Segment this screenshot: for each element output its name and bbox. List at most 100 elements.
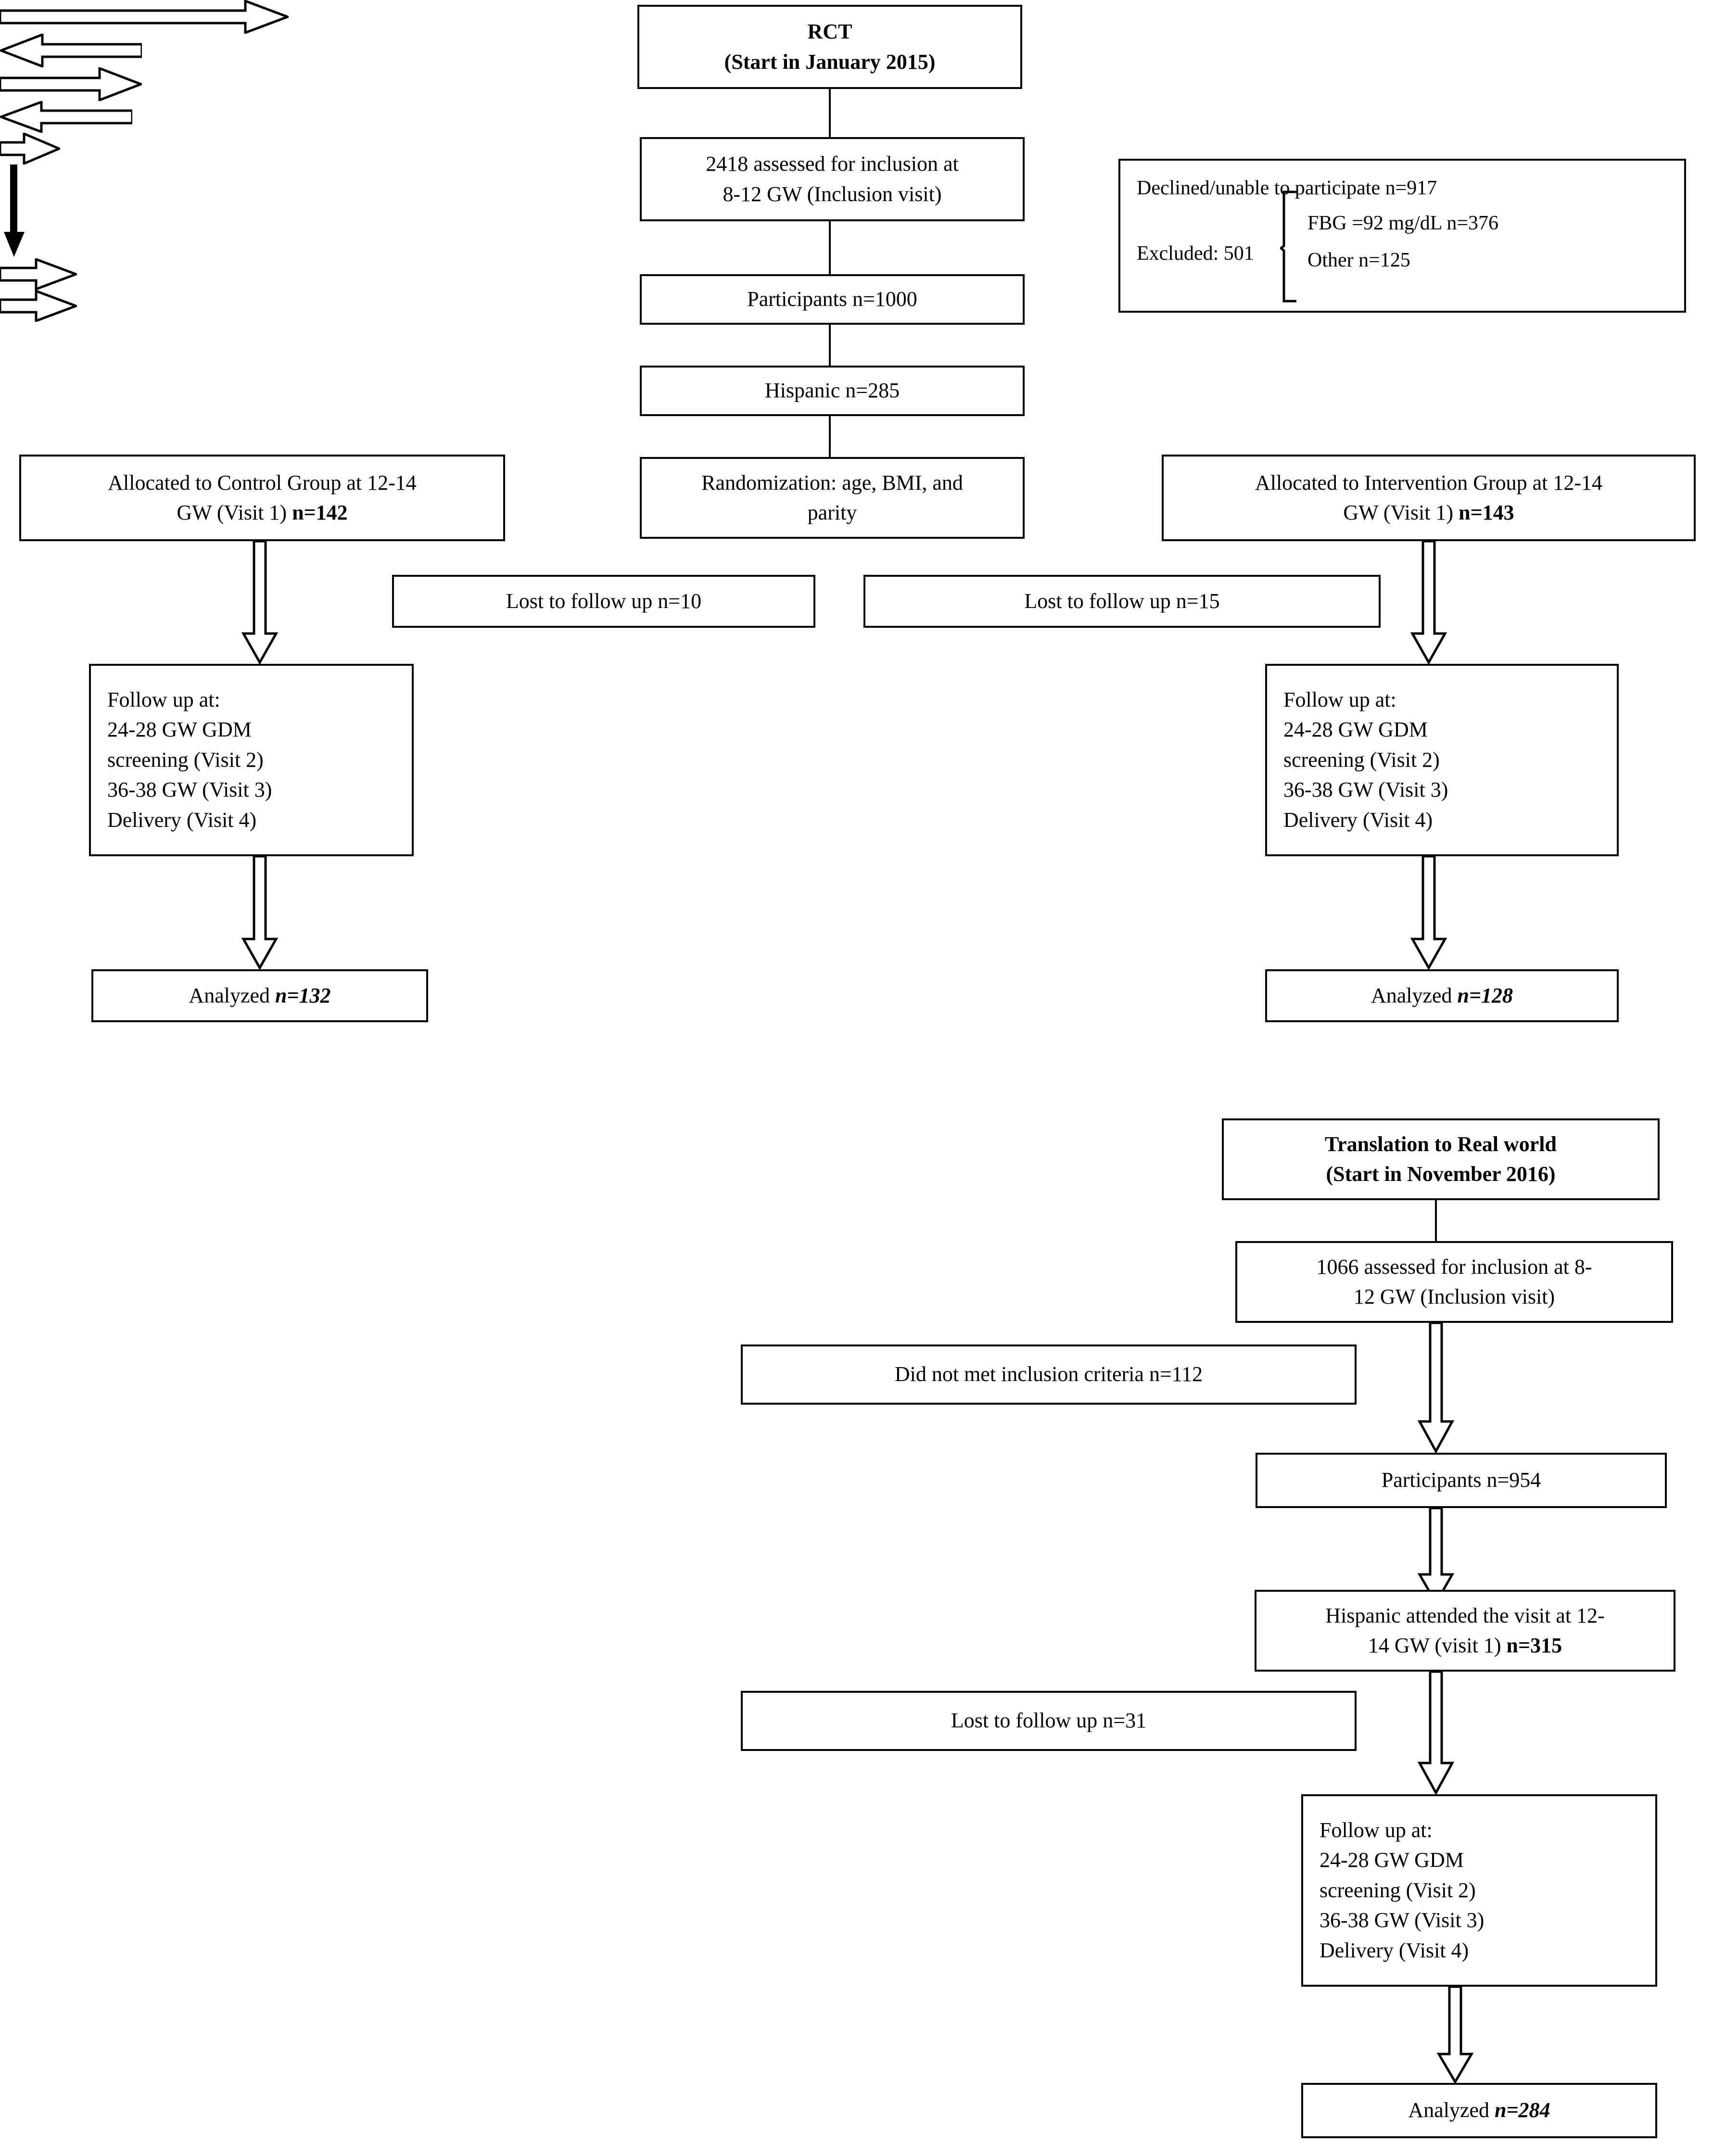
node-not-met-criteria: Did not met inclusion criteria n=112 <box>741 1344 1357 1405</box>
arrow-control-to-followup <box>241 541 279 664</box>
intervention-group-line1: Allocated to Intervention Group at 12-14 <box>1255 470 1603 495</box>
excluded-count-line: Excluded: 501 <box>1137 242 1254 265</box>
node-intervention-group: Allocated to Intervention Group at 12-14… <box>1162 455 1696 541</box>
node-control-group: Allocated to Control Group at 12-14 GW (… <box>19 455 505 541</box>
node-hispanic-trans: Hispanic attended the visit at 12- 14 GW… <box>1255 1590 1675 1672</box>
lost-intervention-label: Lost to follow up n=15 <box>1024 589 1220 613</box>
connector-participants-to-hispanic <box>829 325 831 366</box>
analyzed-intervention-prefix: Analyzed <box>1370 983 1458 1007</box>
control-group-line2-prefix: GW (Visit 1) <box>177 501 292 524</box>
arrow-lost-intervention-to-stem <box>0 133 60 165</box>
followup-intervention-line2: 24-28 GW GDM <box>1283 718 1428 742</box>
intervention-group-line2: GW (Visit 1) n=143 <box>1170 498 1687 528</box>
analyzed-trans-prefix: Analyzed <box>1408 2098 1495 2122</box>
node-excluded-rct: Declined/unable to participate n=917 Exc… <box>1118 159 1686 313</box>
control-group-line1: Allocated to Control Group at 12-14 <box>108 470 417 495</box>
followup-trans-line2: 24-28 GW GDM <box>1320 1848 1464 1872</box>
randomization-line1: Randomization: age, BMI, and <box>701 470 963 495</box>
analyzed-control-label: Analyzed n=132 <box>100 981 419 1011</box>
node-participants-trans: Participants n=954 <box>1256 1453 1667 1508</box>
node-lost-control: Lost to follow up n=10 <box>392 575 815 628</box>
followup-control-line5: Delivery (Visit 4) <box>107 808 257 832</box>
rct-title-line2: (Start in January 2015) <box>724 50 936 74</box>
arrow-followup-intervention-to-analyzed <box>1409 856 1448 969</box>
node-analyzed-trans: Analyzed n=284 <box>1301 2083 1657 2138</box>
participants-trans-label: Participants n=954 <box>1381 1468 1541 1492</box>
arrow-followup-trans-to-analyzed <box>1436 1987 1474 2083</box>
lost-trans-label: Lost to follow up n=31 <box>951 1709 1147 1733</box>
excluded-sub-fbg: FBG =92 mg/dL n=376 <box>1307 212 1499 234</box>
node-assessed-trans: 1066 assessed for inclusion at 8- 12 GW … <box>1235 1241 1673 1323</box>
intervention-group-n: n=143 <box>1459 501 1514 524</box>
randomization-line2: parity <box>807 501 857 524</box>
arrow-followup-control-to-analyzed <box>241 856 279 969</box>
arrow-assessed-trans-to-participants <box>1417 1323 1455 1453</box>
followup-trans-line5: Delivery (Visit 4) <box>1320 1938 1469 1962</box>
followup-intervention-line3: screening (Visit 2) <box>1283 748 1440 772</box>
hispanic-trans-line1: Hispanic attended the visit at 12- <box>1325 1603 1605 1627</box>
node-analyzed-intervention: Analyzed n=128 <box>1265 969 1619 1022</box>
translation-title-line2: (Start in November 2016) <box>1326 1162 1556 1186</box>
analyzed-intervention-n: n=128 <box>1457 983 1513 1007</box>
not-met-criteria-label: Did not met inclusion criteria n=112 <box>894 1362 1203 1386</box>
translation-title-line1: Translation to Real world <box>1325 1132 1557 1156</box>
arrow-assessed-to-excluded <box>0 0 289 34</box>
rct-title-line1: RCT <box>807 20 852 44</box>
node-followup-control: Follow up at: 24-28 GW GDM screening (Vi… <box>89 664 414 856</box>
node-followup-intervention: Follow up at: 24-28 GW GDM screening (Vi… <box>1265 664 1619 856</box>
analyzed-trans-label: Analyzed n=284 <box>1310 2095 1649 2125</box>
node-lost-intervention: Lost to follow up n=15 <box>863 575 1381 628</box>
node-hispanic-rct: Hispanic n=285 <box>640 366 1025 416</box>
excluded-declined-line: Declined/unable to participate n=917 <box>1137 177 1437 199</box>
followup-control-line1: Follow up at: <box>107 687 220 711</box>
excluded-bracket <box>1279 190 1299 303</box>
arrow-not-met-criteria-to-stem <box>0 258 77 290</box>
arrow-analyzed-to-translation <box>0 165 29 258</box>
analyzed-trans-n: n=284 <box>1495 2098 1550 2122</box>
assessed-rct-line1: 2418 assessed for inclusion at <box>706 152 959 176</box>
followup-control-line3: screening (Visit 2) <box>107 748 264 772</box>
node-assessed-rct: 2418 assessed for inclusion at 8-12 GW (… <box>640 137 1025 221</box>
intervention-group-line2-prefix: GW (Visit 1) <box>1343 501 1459 524</box>
connector-translation-to-assessed <box>1435 1200 1437 1241</box>
followup-trans-line3: screening (Visit 2) <box>1320 1878 1476 1902</box>
analyzed-control-n: n=132 <box>275 983 331 1007</box>
node-lost-trans: Lost to follow up n=31 <box>741 1691 1357 1751</box>
participants-rct-label: Participants n=1000 <box>747 287 917 311</box>
followup-intervention-line4: 36-38 GW (Visit 3) <box>1283 778 1448 802</box>
node-analyzed-control: Analyzed n=132 <box>91 969 428 1022</box>
node-followup-trans: Follow up at: 24-28 GW GDM screening (Vi… <box>1301 1794 1657 1987</box>
hispanic-trans-line2-prefix: 14 GW (visit 1) <box>1368 1634 1507 1657</box>
connector-rct-to-assessed <box>829 89 831 137</box>
hispanic-trans-line2: 14 GW (visit 1) n=315 <box>1263 1631 1667 1661</box>
arrow-lost-control-to-stem <box>0 101 132 133</box>
followup-trans-line1: Follow up at: <box>1320 1818 1433 1842</box>
connector-hispanic-to-randomization <box>829 416 831 457</box>
assessed-rct-line2: 8-12 GW (Inclusion visit) <box>723 182 942 206</box>
arrow-intervention-to-followup <box>1409 541 1448 664</box>
arrow-randomization-to-intervention <box>0 67 142 101</box>
arrow-randomization-to-control <box>0 34 142 67</box>
connector-assessed-to-participants <box>829 221 831 274</box>
followup-control-line2: 24-28 GW GDM <box>107 718 252 742</box>
control-group-line2: GW (Visit 1) n=142 <box>28 498 496 528</box>
lost-control-label: Lost to follow up n=10 <box>506 589 702 613</box>
node-translation-title: Translation to Real world (Start in Nove… <box>1222 1118 1660 1200</box>
node-participants-rct: Participants n=1000 <box>640 274 1025 325</box>
followup-trans-line4: 36-38 GW (Visit 3) <box>1320 1908 1485 1932</box>
arrow-lost-trans-to-stem <box>0 290 77 322</box>
control-group-n: n=142 <box>292 501 348 524</box>
hispanic-rct-label: Hispanic n=285 <box>764 379 900 403</box>
arrow-hispanic-trans-to-followup <box>1417 1672 1455 1794</box>
arrow-participants-trans-to-hispanic <box>1417 1508 1455 1604</box>
node-randomization: Randomization: age, BMI, and parity <box>640 457 1025 539</box>
followup-intervention-line5: Delivery (Visit 4) <box>1283 808 1433 832</box>
node-rct-title: RCT (Start in January 2015) <box>637 5 1022 89</box>
assessed-trans-line2: 12 GW (Inclusion visit) <box>1353 1285 1555 1308</box>
followup-control-line4: 36-38 GW (Visit 3) <box>107 778 272 802</box>
analyzed-intervention-label: Analyzed n=128 <box>1274 981 1610 1011</box>
hispanic-trans-n: n=315 <box>1506 1634 1562 1657</box>
assessed-trans-line1: 1066 assessed for inclusion at 8- <box>1316 1255 1592 1279</box>
followup-intervention-line1: Follow up at: <box>1283 687 1396 711</box>
